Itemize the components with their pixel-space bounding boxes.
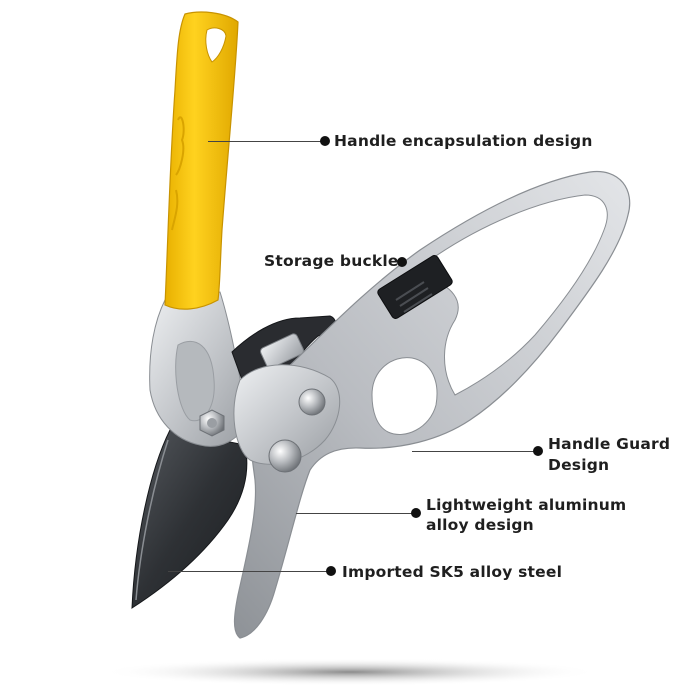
blade-edge-highlight (135, 439, 169, 601)
pivot-rivet-lower (268, 439, 302, 473)
dot-handle-encapsulation (320, 136, 330, 146)
label-handle-encapsulation: Handle encapsulation design (334, 132, 593, 150)
grip-hang-hole (205, 27, 227, 63)
hex-nut-center (207, 418, 217, 428)
label-handle-guard-line1: Handle Guard (548, 435, 671, 453)
slider-ribs (395, 281, 433, 313)
label-imported-steel: Imported SK5 alloy steel (342, 563, 563, 581)
yellow-grip (164, 11, 239, 310)
label-lightweight-line1: Lightweight aluminum (426, 496, 627, 514)
label-storage-buckle: Storage buckle (264, 252, 399, 270)
dot-handle-guard (533, 446, 543, 456)
label-handle-guard-line2: Design (548, 456, 610, 474)
ground-shadow (100, 658, 600, 686)
latch-plate (260, 333, 304, 369)
leader-handle-guard (412, 451, 538, 452)
dot-imported-steel (326, 566, 336, 576)
leader-lightweight (296, 513, 416, 514)
label-lightweight-line2: alloy design (426, 516, 534, 534)
dot-lightweight (411, 508, 421, 518)
pivot-rivet-upper (298, 388, 326, 416)
grip-ridge (171, 116, 185, 231)
dot-storage-buckle (397, 257, 407, 267)
blade (131, 429, 248, 609)
thumb-hole (371, 357, 438, 435)
finger-loop-opening (429, 194, 608, 396)
leader-handle-encapsulation (208, 141, 326, 142)
leader-imported-steel (168, 571, 330, 572)
